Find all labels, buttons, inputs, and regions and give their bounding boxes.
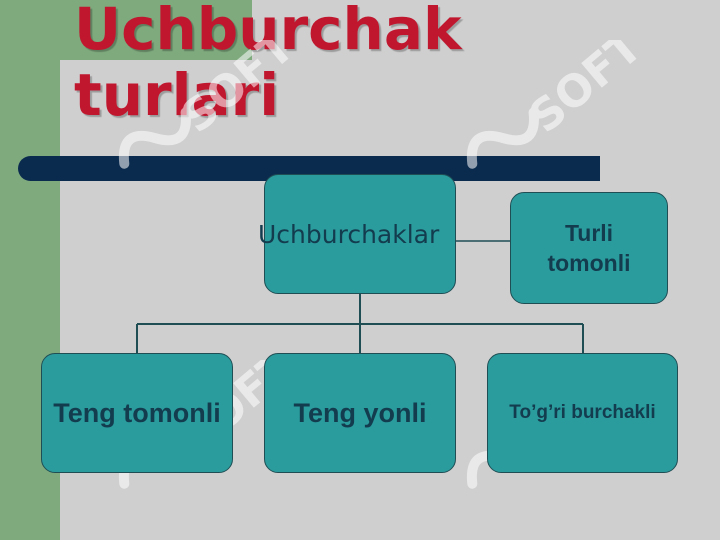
root-node-box (264, 174, 456, 294)
green-top-band (0, 0, 252, 60)
root-node-label: Uchburchaklar (258, 220, 440, 249)
child-node-box: Teng yonli (264, 353, 456, 473)
side-node-label: Turli tomonli (547, 220, 631, 276)
child-node-box: To’g’ri burchakli (487, 353, 678, 473)
child-node-label: Teng tomonli (53, 397, 221, 428)
child-node-label: Teng yonli (293, 397, 427, 428)
side-node-box: Turli tomonli (510, 192, 668, 304)
child-node-box: Teng tomonli (41, 353, 233, 473)
child-node-label: To’g’ri burchakli (509, 402, 656, 423)
